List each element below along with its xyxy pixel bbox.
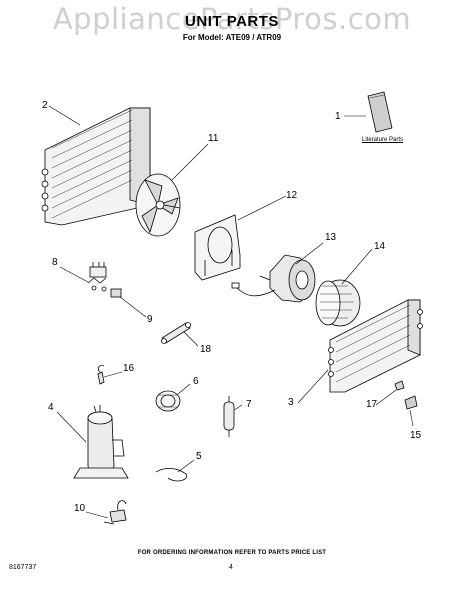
callout-1: 1 [335,111,341,122]
callout-6: 6 [193,376,199,387]
clip-part [394,380,405,391]
page-number: 4 [229,564,233,571]
callout-15: 15 [410,430,422,441]
callout-14: 14 [374,241,386,252]
condenser-coil-part [41,107,151,226]
callout-18: 18 [200,344,212,355]
callout-13: 13 [325,232,337,243]
fan-motor-part [231,254,316,303]
small-relay-part [110,288,122,298]
ordering-note: FOR ORDERING INFORMATION REFER TO PARTS … [137,550,327,556]
literature-part [367,91,393,133]
leader-lines [48,105,414,519]
watermark: AppliancePartsPros.com [52,2,412,36]
callout-10: 10 [74,503,86,514]
callout-8: 8 [52,257,58,268]
control-switch-part [87,262,107,292]
tube-part [161,322,191,344]
overload-protector-part [103,500,127,525]
fitting-part [97,365,105,385]
compressor-part [73,405,129,479]
callout-7: 7 [246,399,252,410]
callout-9: 9 [147,314,153,325]
filter-drier-part [223,396,235,437]
motor-mount-bracket-part [194,214,241,281]
blower-wheel-part [315,279,361,327]
evaporator-coil-part [328,299,423,393]
literature-parts-label: Literature Parts [362,137,404,143]
callout-5: 5 [196,451,202,462]
callout-17: 17 [366,399,378,410]
page-title: UNIT PARTS [185,13,279,30]
callout-2: 2 [42,100,48,111]
callout-3: 3 [288,397,294,408]
callout-4: 4 [48,402,54,413]
spring-coil-part [155,390,181,412]
callout-11: 11 [208,133,219,144]
wire-loop-part [155,468,188,482]
fan-blade-part [135,173,181,237]
callout-16: 16 [123,363,135,374]
model-subtitle: For Model: ATE09 / ATR09 [182,33,282,42]
callout-12: 12 [286,190,298,201]
document-number: 8167737 [9,564,37,571]
bracket-part [404,395,418,410]
